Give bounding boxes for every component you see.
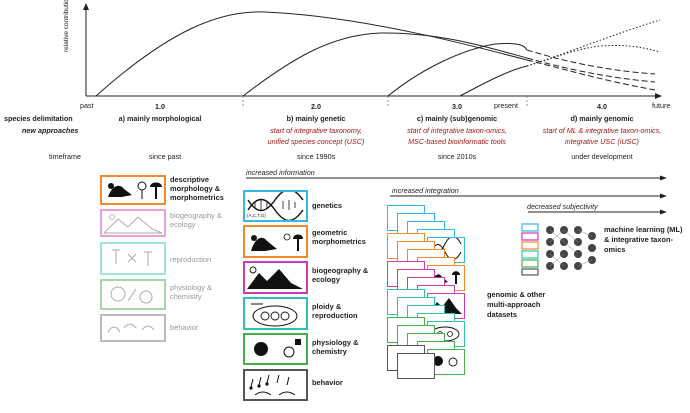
card-geometric-morphometrics — [243, 225, 308, 258]
curve-genomic-future-2 — [526, 45, 661, 67]
phase-1-timeframe: since past — [148, 152, 182, 161]
phase-3-number: 3.0 — [452, 102, 462, 111]
phase-2-approach-a: start of integrative taxonomy, — [270, 126, 362, 135]
card-descriptive-morphology — [100, 175, 166, 205]
label-physiology: physiology & chemistry — [312, 338, 359, 356]
phase-2-number: 2.0 — [311, 102, 321, 111]
label-ploidy: ploidy & reproduction — [312, 302, 358, 320]
curve-subgenomic-future — [526, 49, 656, 75]
card-col1-behavior — [100, 314, 166, 342]
card-physiology — [243, 333, 308, 365]
x-axis-arrow — [655, 93, 662, 99]
label-behavior: behavior — [312, 378, 343, 387]
card-col1-reproduction — [100, 242, 166, 275]
label-geometric-morphometrics: geometric morphometrics — [312, 228, 366, 246]
ml-edges — [549, 229, 593, 267]
label-col1-biogeography: biogeography & ecology — [170, 211, 222, 229]
magpie-icon — [251, 233, 303, 251]
tick-present: present — [494, 101, 518, 110]
ml-layer-cyan — [521, 223, 539, 232]
phase-3-title: c) mainly (sub)genomic — [416, 114, 498, 123]
label-increased-integration: increased integration — [392, 186, 459, 195]
card-col1-biogeography — [100, 209, 166, 237]
ploidy-icon — [251, 303, 298, 327]
label-col1-physiology: physiology & chemistry — [170, 283, 212, 301]
stacked-dataset-cards: (A,C,T,G) — [387, 205, 487, 383]
ml-layer-teal — [521, 250, 539, 259]
row-species-delimitation: species delimitation — [4, 114, 73, 123]
behavior-icon — [107, 323, 155, 333]
phase-1-number: 1.0 — [155, 102, 165, 111]
arrow-subjectivity-head — [660, 209, 667, 215]
phase-3-approach-a: start of integrative taxon-omics, — [407, 126, 507, 135]
tick-future: future — [652, 101, 671, 110]
tick-past: past — [80, 101, 94, 110]
label-descriptive-morphology: descriptive morphology & morphometrics — [170, 175, 224, 202]
stack-beh-2 — [397, 353, 435, 379]
genetics-dna-label: (A,C,T,G) — [247, 213, 266, 218]
ml-layer-green — [521, 259, 539, 268]
card-ploidy — [243, 297, 308, 330]
card-genetics: (A,C,T,G) — [243, 188, 308, 222]
card-col1-physiology — [100, 279, 166, 310]
magpie-mushroom-icon — [108, 181, 162, 199]
phase-4-approach-a: start of ML & integrative taxon-omics, — [542, 126, 662, 135]
label-col1-reproduction: reproduction — [170, 255, 212, 264]
phase-2-approach-b: unified species concept (USC) — [267, 137, 365, 146]
phase-4-number: 4.0 — [597, 102, 607, 111]
curve-genomic — [459, 65, 528, 97]
label-machine-learning: machine learning (ML) & integrative taxo… — [604, 225, 683, 254]
label-decreased-subjectivity: decreased subjectivity — [527, 202, 598, 211]
ml-layer-orange — [521, 241, 539, 250]
curve-genomic-future — [526, 19, 661, 67]
phase-2-timeframe: since 1990s — [296, 152, 336, 161]
physiology-icon — [433, 356, 458, 367]
label-col1-behavior: behavior — [170, 323, 199, 332]
phase-1-title: a) mainly morphological — [118, 114, 202, 123]
row-timeframe: timeframe — [49, 152, 81, 161]
ml-layer-magenta — [521, 232, 539, 241]
dna-icon — [247, 188, 304, 222]
card-behavior — [243, 369, 308, 401]
label-biogeography: biogeography & ecology — [312, 266, 369, 284]
ml-network — [521, 223, 596, 276]
arrow-integration-head — [660, 193, 667, 199]
phase-3-approach-b: MSC-based bioinformatic tools — [408, 137, 506, 146]
phase-4-timeframe: under development — [571, 152, 633, 161]
ml-layer-gray — [521, 268, 539, 276]
phase-2-title: b) mainly genetic — [286, 114, 346, 123]
contribution-plot — [83, 3, 662, 106]
physiology-icon — [110, 286, 153, 304]
arrow-information-head — [660, 175, 667, 181]
label-increased-information: increased information — [246, 168, 315, 177]
curve-morphological — [95, 11, 528, 97]
phase-4-approach-b: integrative USC (iUSC) — [565, 137, 639, 146]
y-axis-arrow — [83, 3, 89, 10]
behavior-icon — [249, 374, 296, 396]
curve-genetic — [242, 32, 528, 97]
curve-subgenomic — [387, 43, 528, 97]
label-genetics: genetics — [312, 201, 342, 210]
card-biogeography — [243, 261, 308, 294]
phase-4-title: d) mainly genomic — [570, 114, 634, 123]
physiology-icon — [254, 339, 301, 358]
label-genomic-datasets: genomic & other multi-approach datasets — [487, 290, 546, 319]
phase-3-timeframe: since 2010s — [437, 152, 477, 161]
reproduction-icon — [112, 249, 152, 266]
row-new-approaches: new approaches — [22, 126, 79, 135]
landscape-icon — [247, 266, 303, 289]
landscape-icon — [102, 214, 163, 234]
